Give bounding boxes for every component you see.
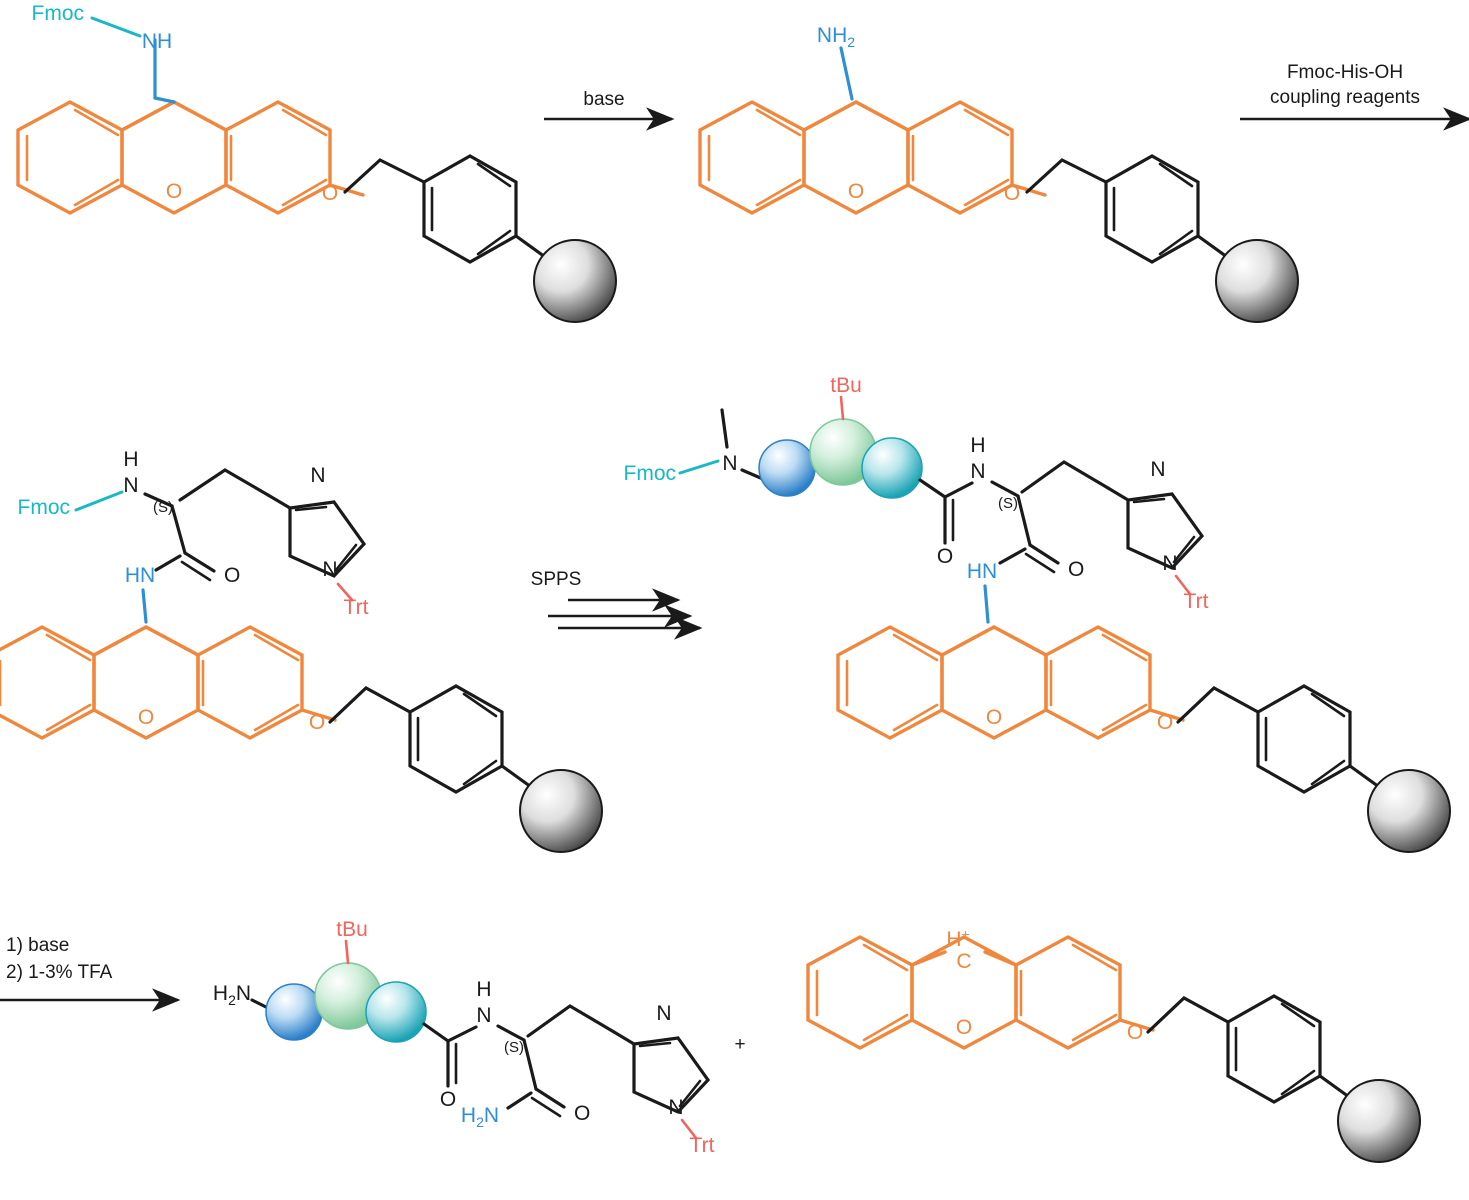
atom-imidazole-n1-row3: N bbox=[656, 1002, 671, 1025]
atom-amide-n-row3: N bbox=[476, 1004, 491, 1027]
arrow-label-coupling-reagents: coupling reagents bbox=[1270, 87, 1420, 108]
atom-ether-oxygen-left: O bbox=[322, 182, 338, 205]
plus-separator: + bbox=[734, 1034, 745, 1055]
arrow-label-base-step: 1) base bbox=[6, 935, 69, 956]
atom-ring-oxygen-row2-left: O bbox=[138, 706, 154, 729]
resin-bead-row1-right bbox=[1215, 239, 1299, 323]
peptide-chain-row2-right: N Fmoc tBu O H N (S) O bbox=[624, 374, 1209, 624]
label-tbu-row2: tBu bbox=[830, 374, 862, 397]
atom-amide-h-row2: H bbox=[970, 434, 985, 457]
label-fmoc-row2-right: Fmoc bbox=[624, 462, 677, 485]
atom-hn-left: HN bbox=[125, 564, 155, 587]
row3-product-peptide: H2N tBu O H N (S) O H2N N N Trt bbox=[213, 918, 715, 1157]
atom-ether-oxygen-row3: O bbox=[1127, 1021, 1143, 1044]
arrow-label-base: base bbox=[583, 89, 624, 110]
atom-n-terminus: H2N bbox=[213, 982, 251, 1008]
xanthene-core-right-1: O NH2 bbox=[698, 24, 1014, 215]
atom-backbone-n-row2: N bbox=[722, 452, 737, 475]
row1-structure-left: O NH Fmoc O bbox=[16, 2, 617, 323]
arrow-label-fmoc-his-oh: Fmoc-His-OH bbox=[1287, 62, 1403, 83]
residue-sphere-blue-row3 bbox=[265, 983, 323, 1041]
atom-imidazole-n2-row3: N bbox=[668, 1096, 683, 1119]
benzyl-linker-right-1: O bbox=[1004, 154, 1299, 323]
atom-ether-oxygen-row2-left: O bbox=[309, 711, 325, 734]
label-trt-row3: Trt bbox=[690, 1134, 715, 1157]
atom-imidazole-n1-row2: N bbox=[1150, 458, 1165, 481]
benzyl-linker-row2-right: O bbox=[1148, 684, 1451, 853]
atom-amide-h-left: H bbox=[123, 448, 138, 471]
label-trt-row2-right: Trt bbox=[1184, 590, 1209, 613]
label-fmoc-row1: Fmoc bbox=[32, 2, 85, 25]
atom-imidazole-n1-left: N bbox=[310, 464, 325, 487]
arrow-label-tfa-step: 2) 1-3% TFA bbox=[6, 962, 113, 983]
atom-cation-carbon: C bbox=[956, 950, 971, 973]
atom-imidazole-n2-left: N bbox=[322, 558, 337, 581]
row2-structure-right: N Fmoc tBu O H N (S) O bbox=[624, 374, 1451, 853]
his-headgroup-left: H N Fmoc (S) O HN N N Trt bbox=[18, 448, 369, 624]
atom-carbonyl-o1-row2: O bbox=[937, 545, 953, 568]
label-fmoc-row2-left: Fmoc bbox=[18, 496, 71, 519]
residue-sphere-teal-row3 bbox=[365, 981, 427, 1043]
atom-carbonyl-o-left: O bbox=[224, 564, 240, 587]
resin-bead-row2-left bbox=[519, 769, 603, 853]
atom-amine-right: NH2 bbox=[817, 24, 855, 50]
atom-ether-oxygen-right: O bbox=[1004, 182, 1020, 205]
atom-ether-oxygen-row2-right: O bbox=[1157, 711, 1173, 734]
atom-ring-oxygen-left: O bbox=[166, 180, 182, 203]
row1-arrow-base: base bbox=[544, 89, 675, 131]
row1-arrow-coupling: Fmoc-His-OH coupling reagents bbox=[1240, 62, 1469, 131]
resin-bead-row3 bbox=[1337, 1079, 1421, 1163]
atom-imidazole-n2-row2: N bbox=[1162, 552, 1177, 575]
atom-amide-n-left: N bbox=[123, 474, 138, 497]
resin-bead-row2-right bbox=[1367, 769, 1451, 853]
benzyl-linker-left-1: O bbox=[322, 154, 617, 323]
xanthene-core-row2-left: O bbox=[0, 625, 304, 740]
row3-product-xanthylium: O C H+ O bbox=[806, 926, 1421, 1163]
atom-hn-row2-right: HN bbox=[967, 560, 997, 583]
xanthene-core-row2-right: O bbox=[836, 625, 1152, 740]
residue-sphere-teal-row2 bbox=[861, 437, 923, 499]
atom-carbonyl-o2-row2: O bbox=[1068, 558, 1084, 581]
atom-ring-oxygen-row2-right: O bbox=[986, 706, 1002, 729]
xanthene-core-left-1: O NH Fmoc bbox=[16, 2, 332, 215]
row3-arrow-cleavage: 1) base 2) 1-3% TFA bbox=[0, 935, 181, 1012]
atom-ring-oxygen-row3: O bbox=[956, 1016, 972, 1039]
row2-structure-left: H N Fmoc (S) O HN N N Trt bbox=[0, 448, 603, 853]
row1-structure-right: O NH2 O bbox=[698, 24, 1299, 323]
atom-carbonyl-o2-row3: O bbox=[574, 1102, 590, 1125]
atom-carbonyl-o1-row3: O bbox=[440, 1088, 456, 1111]
atom-ring-oxygen-right: O bbox=[848, 180, 864, 203]
arrow-label-spps: SPPS bbox=[531, 569, 582, 590]
atom-cation-h: H+ bbox=[946, 926, 969, 951]
atom-c-terminal-amide: H2N bbox=[461, 1104, 499, 1130]
stereo-center-left: (S) bbox=[153, 499, 173, 516]
stereo-center-row3: (S) bbox=[504, 1039, 524, 1056]
atom-nh-left: NH bbox=[142, 30, 172, 53]
stereo-center-row2-right: (S) bbox=[998, 495, 1018, 512]
label-trt-row2-left: Trt bbox=[344, 596, 369, 619]
label-tbu-row3: tBu bbox=[336, 918, 368, 941]
row2-arrow-spps: SPPS bbox=[531, 569, 703, 640]
atom-amide-n-row2: N bbox=[970, 460, 985, 483]
atom-amide-h-row3: H bbox=[476, 978, 491, 1001]
residue-sphere-blue-row2 bbox=[758, 439, 816, 497]
benzyl-linker-row2-left: O bbox=[300, 684, 603, 853]
resin-bead-row1-left bbox=[533, 239, 617, 323]
